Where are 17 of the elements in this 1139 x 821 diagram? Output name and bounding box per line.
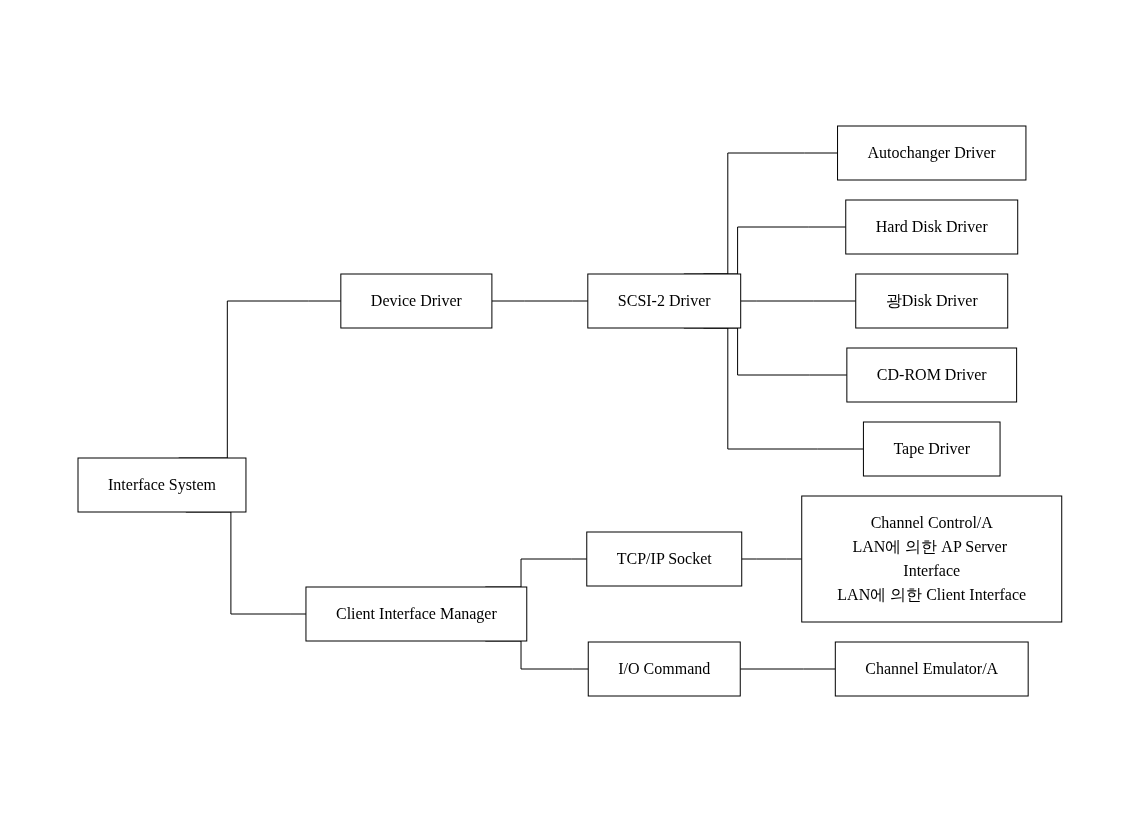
node-box: I/O Command xyxy=(587,641,741,696)
node-box: CD-ROM Driver xyxy=(846,347,1017,402)
node-box: Channel Emulator/A xyxy=(834,641,1029,696)
node-box: TCP/IP Socket xyxy=(585,531,742,586)
node-box: Channel Control/A LAN에 의한 AP Server Interface LAN에 의한 Client Interface xyxy=(800,495,1062,622)
node-box: Device Driver xyxy=(339,273,492,328)
node-box: Interface System xyxy=(77,457,247,512)
node-box: Tape Driver xyxy=(862,421,1001,476)
node-box: Autochanger Driver xyxy=(836,125,1027,180)
node-box: 광Disk Driver xyxy=(854,273,1008,328)
connector xyxy=(739,300,856,301)
node-box: Client Interface Manager xyxy=(305,586,527,641)
connector xyxy=(491,300,588,301)
node-box: SCSI-2 Driver xyxy=(586,273,741,328)
connector xyxy=(739,668,836,669)
node-box: Hard Disk Driver xyxy=(844,199,1018,254)
connector xyxy=(740,558,802,559)
